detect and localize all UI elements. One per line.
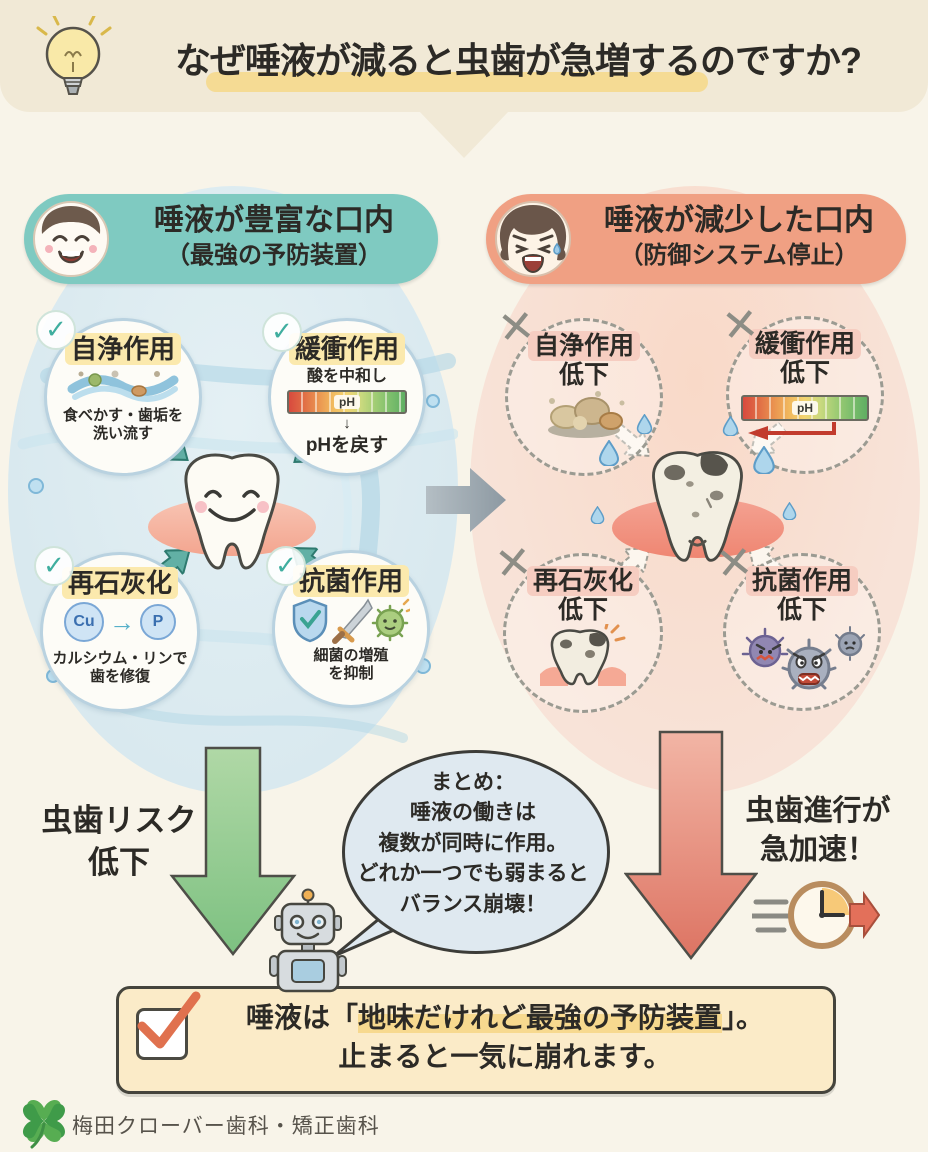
water-debris-icon xyxy=(67,364,179,404)
left-header-pill: 唾液が豊富な口内 （最強の予防装置） xyxy=(24,194,438,284)
left-header-title: 唾液が豊富な口内 xyxy=(154,204,394,237)
summary-bubble xyxy=(342,750,610,954)
calcium-atom: Cu xyxy=(64,601,104,642)
check-icon: ✓ xyxy=(36,310,76,350)
conclusion-highlight: 地味だけれど最強の予防装置 xyxy=(357,1002,722,1033)
conclusion-pre: 唾液は「 xyxy=(245,1002,358,1033)
antibacterial-title: 抗菌作用 xyxy=(292,565,409,597)
tear-drop-icon xyxy=(598,440,620,466)
title-banner-tail xyxy=(418,110,510,158)
ph-scale: pH xyxy=(287,389,407,414)
red-down-arrow xyxy=(624,730,758,961)
circle-buffering-decline: 緩衝作用 低下 pH xyxy=(726,316,884,474)
self-cleaning-decline-title: 自浄作用 xyxy=(527,331,640,361)
right-header-title: 唾液が減少した口内 xyxy=(604,204,874,237)
decayed-tooth-illustration xyxy=(640,442,755,568)
left-outcome-text: 虫歯リスク 低下 xyxy=(41,803,197,880)
check-icon: ✓ xyxy=(34,546,74,586)
gray-arrow-icon xyxy=(426,468,506,532)
down-arrow-icon: ↓ xyxy=(343,414,351,432)
decline-label: 低下 xyxy=(557,595,608,624)
summary-text: まとめ： 唾液の働きは 複数が同時に作用。 どれか一つでも弱まると バランス崩壊… xyxy=(357,771,589,916)
circle-self-cleaning: 自浄作用 食べかす・歯垢を 洗い流す xyxy=(44,318,202,476)
right-arrow-icon: → xyxy=(109,606,135,637)
phosphorus-atom: P xyxy=(140,603,176,640)
page-title: なぜ唾液が減ると虫歯が急増するのですか? xyxy=(175,40,862,81)
right-header-subtitle: （防御システム停止） xyxy=(619,242,859,269)
shield-sword-microbe-icon xyxy=(292,596,410,644)
green-down-arrow xyxy=(169,746,297,957)
cross-icon: ✕ xyxy=(492,537,535,590)
tear-drop-icon xyxy=(590,506,605,524)
self-cleaning-title: 自浄作用 xyxy=(64,333,181,365)
remineralization-caption: カルシウム・リンで 歯を修復 xyxy=(52,649,188,686)
decayed-tooth-icon xyxy=(538,624,628,687)
tear-drop-icon xyxy=(752,446,776,474)
right-header-pill: 唾液が減少した口内 （防御システム停止） xyxy=(486,194,906,284)
decline-label: 低下 xyxy=(558,360,609,389)
ph-scale: pH xyxy=(741,395,869,422)
debris-icon xyxy=(536,389,632,439)
ph-label: pH xyxy=(334,394,360,409)
antibacterial-decline-title: 抗菌作用 xyxy=(745,566,858,596)
decline-label: 低下 xyxy=(779,358,830,387)
cross-icon: ✕ xyxy=(719,299,762,352)
conclusion-post: 」。 xyxy=(722,1002,765,1033)
left-header-subtitle: （最強の予防装置） xyxy=(166,242,382,269)
mineral-atoms: Cu → P xyxy=(64,601,176,642)
robot-icon xyxy=(262,888,354,994)
decline-label: 低下 xyxy=(776,595,827,624)
buffering-caption-bottom: pHを戻す xyxy=(305,434,389,456)
title-banner xyxy=(0,0,928,112)
conclusion-line1: 唾液は「地味だけれど最強の予防装置」。 xyxy=(196,998,814,1037)
healthy-tooth-illustration xyxy=(172,444,292,576)
buffering-title: 緩衝作用 xyxy=(288,333,405,365)
buffering-caption-top: 酸を中和し xyxy=(306,367,387,385)
clinic-name: 梅田クローバー歯科・矯正歯科 xyxy=(72,1115,380,1138)
bacteria-icon xyxy=(737,624,867,690)
conclusion-text: 唾液は「地味だけれど最強の予防装置」。 止まると一気に崩れます。 xyxy=(196,998,814,1076)
check-mark-icon xyxy=(137,991,201,1049)
self-cleaning-caption: 食べかす・歯垢を 洗い流す xyxy=(62,406,183,443)
check-icon: ✓ xyxy=(262,312,302,352)
tear-drop-icon xyxy=(636,414,653,434)
circle-buffering: 緩衝作用 酸を中和し pH ↓ pHを戻す xyxy=(268,318,426,476)
cross-icon: ✕ xyxy=(495,301,538,354)
title-highlight xyxy=(206,72,708,92)
buffering-decline-title: 緩衝作用 xyxy=(748,329,861,359)
boy-face-icon xyxy=(32,200,110,278)
speeding-clock-icon xyxy=(752,874,880,956)
cross-icon: ✕ xyxy=(713,537,756,590)
clover-logo xyxy=(20,1096,68,1150)
antibacterial-caption: 細菌の増殖 を抑制 xyxy=(313,646,389,683)
woman-face-icon xyxy=(494,200,572,278)
circle-self-cleaning-decline: 自浄作用 低下 xyxy=(505,318,663,476)
conclusion-line2: 止まると一気に崩れます。 xyxy=(338,1041,672,1073)
tear-drop-icon xyxy=(782,502,797,520)
lightbulb-icon xyxy=(34,16,112,104)
tear-drop-icon xyxy=(722,416,739,436)
ph-label: pH xyxy=(792,401,818,416)
remineralization-title: 再石灰化 xyxy=(61,567,178,599)
right-outcome-text: 虫歯進行が 急加速！ xyxy=(745,795,891,867)
ph-drop-arrow-icon xyxy=(742,421,868,443)
check-icon: ✓ xyxy=(266,546,306,586)
circle-remineralization-decline: 再石灰化 低下 xyxy=(503,553,663,713)
remineralization-decline-title: 再石灰化 xyxy=(526,566,639,596)
circle-antibacterial-decline: 抗菌作用 低下 xyxy=(723,553,881,711)
